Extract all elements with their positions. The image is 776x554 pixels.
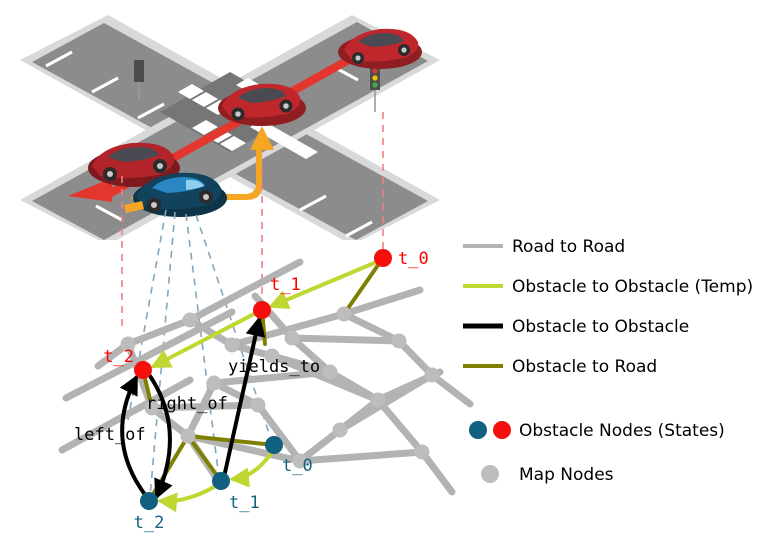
obstacle-node-label-red_t0: t_0 [398,249,429,269]
car-red-far [338,28,422,69]
edge-label-yields-to: yields_to [228,357,320,377]
lane-dashes-a [45,50,373,238]
map-node [370,392,386,408]
edge-label-right-of: right_of [146,394,228,414]
legend-label-obstacle-nodes[interactable]: Obstacle Nodes (States) [519,421,725,441]
legend-label-obstacle-to-obstacle-temp[interactable]: Obstacle to Obstacle (Temp) [512,277,753,297]
legend-nodes-group[interactable]: Obstacle Nodes (States) Map Nodes [469,421,725,485]
edge-red-t0-to-map [342,256,385,316]
car-red-mid [218,83,306,126]
map-node [250,397,266,413]
traffic-light-right [370,66,380,112]
obstacle-node-label-blue_t1: t_1 [229,493,260,513]
edge-red-t1-to-t2 [150,311,258,368]
map-node [180,428,196,444]
scene-clip-group [20,15,440,240]
map-nodes-group [120,306,440,469]
map-node [284,330,300,346]
edge-red-t0-to-t1 [268,259,381,310]
legend-label-obstacle-to-road[interactable]: Obstacle to Road [512,357,657,377]
obstacle-nodes-group: t_0 t_1 t_2 t_0 t_1 t_2 [103,249,429,533]
map-node [264,348,280,364]
map-node [224,337,240,353]
legend-dot-blue [469,421,487,439]
edge-left-of [119,374,148,498]
car-blue-ego [124,172,227,217]
map-node [322,364,338,380]
obstacle-node-red_t1[interactable] [253,301,271,319]
map-node [182,312,198,328]
map-node [292,453,308,469]
map-node [144,400,160,416]
map-node [336,306,352,322]
obstacle-node-label-red_t1: t_1 [270,275,301,295]
obstacle-node-blue_t0[interactable] [265,436,283,454]
edge-yields-to [222,316,266,479]
legend-label-obstacle-to-obstacle[interactable]: Obstacle to Obstacle [512,317,689,337]
edge-right-of [148,374,173,500]
map-node [120,336,136,352]
obstacle-node-label-blue_t0: t_0 [282,456,313,476]
map-node [424,367,440,383]
map-node [391,333,407,349]
obstacle-node-label-red_t2: t_2 [103,347,134,367]
traffic-light-left [134,60,144,100]
edge-label-left-of: left_of [74,425,146,445]
obstacle-node-blue_t1[interactable] [212,472,230,490]
obstacle-node-red_t0[interactable] [374,249,392,267]
map-node [206,375,222,391]
legend-dot-gray [481,465,499,483]
obstacle-node-label-blue_t2: t_2 [134,513,165,533]
map-node [414,444,430,460]
legend-dot-red [493,421,511,439]
edges-obstacle-to-obstacle [119,316,266,500]
legend-label-map-nodes[interactable]: Map Nodes [519,465,614,485]
map-node [332,422,348,438]
road-lattice-edges [58,258,474,496]
car-red-near [88,142,180,187]
obstacle-node-blue_t2[interactable] [140,492,158,510]
edge-blue-t1-to-map [186,434,223,483]
obstacle-node-red_t2[interactable] [134,361,152,379]
legend-label-road-to-road[interactable]: Road to Road [512,237,625,257]
edge-blue-t1-to-t2 [157,485,216,513]
edge-blue-t0-to-t1 [229,450,274,488]
edges-obstacle-temporal [150,259,381,513]
